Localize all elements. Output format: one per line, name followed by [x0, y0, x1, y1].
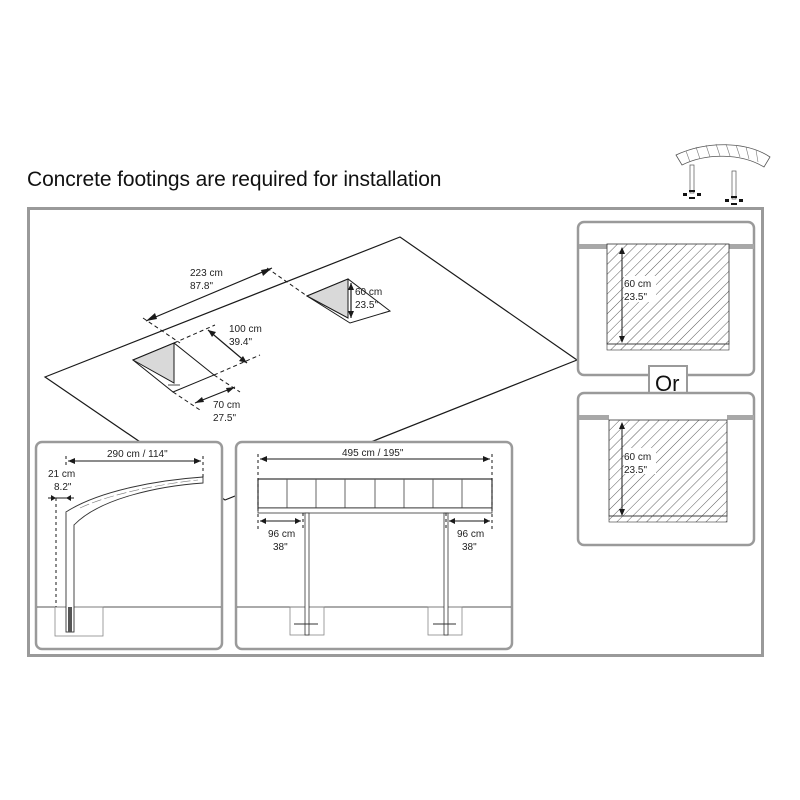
- roof-depth-label: 290 cm / 114": [107, 449, 168, 460]
- carport-overview-icon: [675, 143, 771, 205]
- footing-length-cm: 100 cm: [229, 324, 262, 335]
- footing-option-a: 60 cm 23.5": [576, 220, 756, 377]
- offset-cm: 21 cm: [48, 469, 75, 480]
- footing-depth-cm: 60 cm: [355, 287, 382, 298]
- option-b-depth-cm: 60 cm: [624, 452, 651, 463]
- footing-width-in: 27.5": [213, 413, 236, 424]
- front-view-panel: 495 cm / 195" 96 cm 38" 96 cm 38": [234, 440, 514, 651]
- footing-width-cm: 70 cm: [213, 400, 240, 411]
- post-spacing-cm: 223 cm: [190, 268, 223, 279]
- option-a-depth-cm: 60 cm: [624, 279, 651, 290]
- offset-in: 8.2": [54, 482, 72, 493]
- right-overhang-cm: 96 cm: [457, 529, 484, 540]
- right-overhang-in: 38": [462, 542, 477, 553]
- post-spacing-in: 87.8": [190, 281, 213, 292]
- option-b-depth-in: 23.5": [624, 465, 647, 476]
- option-a-depth-in: 23.5": [624, 292, 647, 303]
- left-overhang-in: 38": [273, 542, 288, 553]
- diagram-frame: [27, 207, 764, 657]
- left-overhang-cm: 96 cm: [268, 529, 295, 540]
- footing-option-b: 60 cm 23.5": [576, 391, 756, 547]
- page-title: Concrete footings are required for insta…: [27, 168, 442, 191]
- site-plan: 223 cm 87.8" 100 cm 39.4" 70 cm 27.5" 60…: [43, 236, 579, 501]
- side-view-panel: 290 cm / 114" 21 cm 8.2": [34, 440, 224, 651]
- footing-length-in: 39.4": [229, 337, 252, 348]
- roof-width-label: 495 cm / 195": [342, 448, 404, 459]
- footing-depth-in: 23.5": [355, 300, 378, 311]
